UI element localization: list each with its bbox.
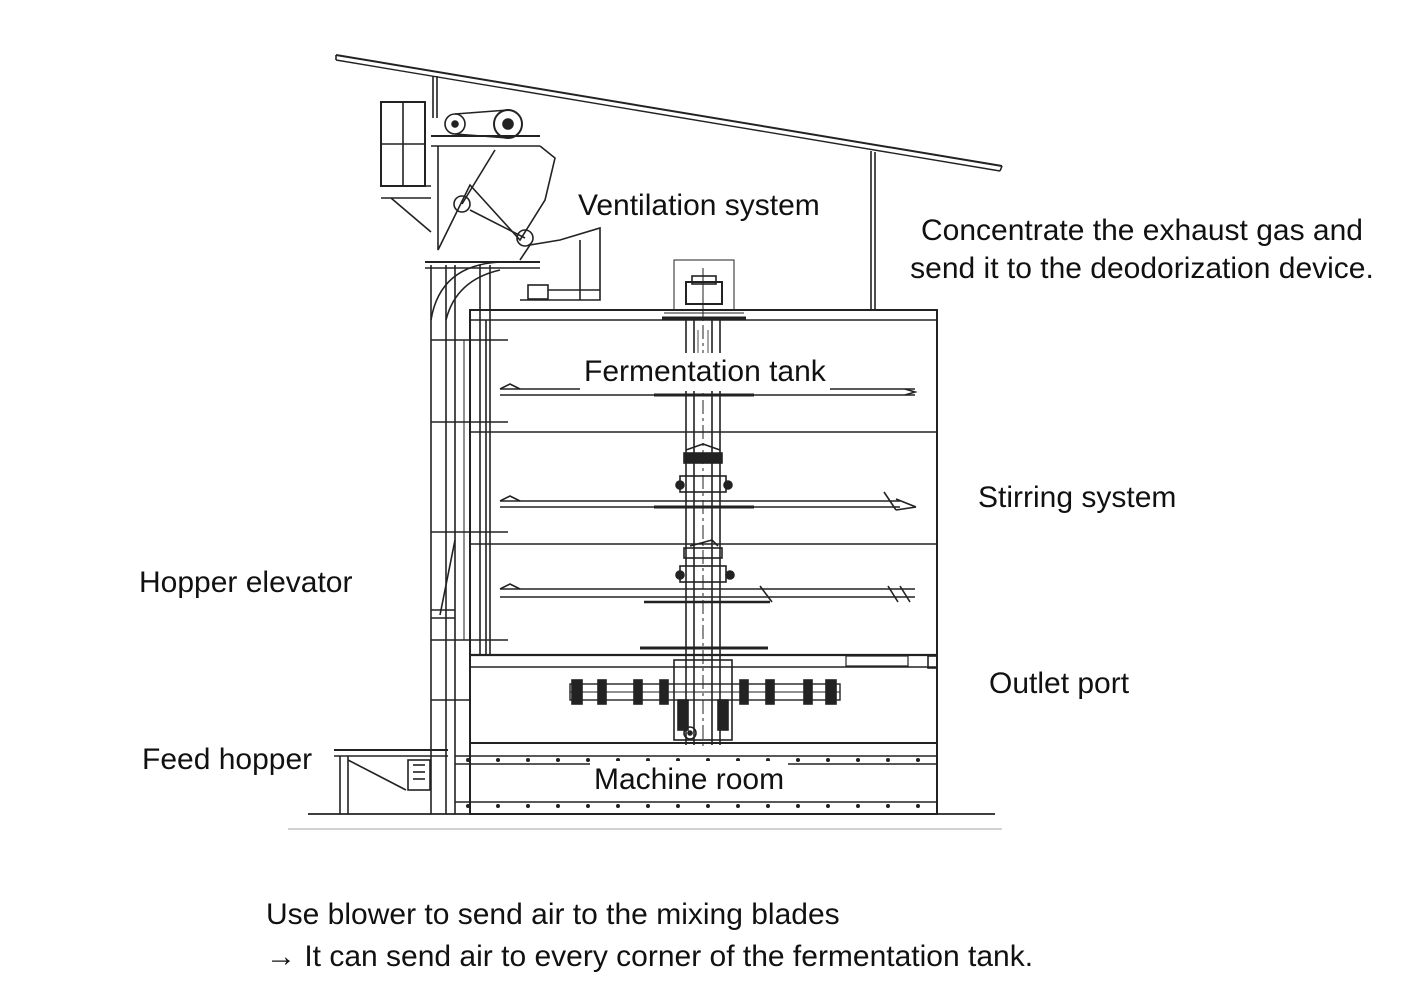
fermentation-tank-label: Fermentation tank [580,353,830,391]
exhaust-gas-note: Concentrate the exhaust gas and send it … [894,212,1390,288]
top-drive-unit [662,259,746,320]
roof [335,54,1003,310]
stirring-system-label: Stirring system [978,481,1177,514]
blower-manifold [569,659,841,741]
shaft-couplings [640,443,768,650]
feed-hopper-label: Feed hopper [142,743,313,776]
hopper-elevator [425,261,540,814]
machine-room-label: Machine room [590,761,789,799]
feed-hopper [334,749,448,814]
stirring-arms [499,383,918,604]
blower-note-line2: → It can send air to every corner of the… [266,940,1034,973]
elevator-head [380,101,601,301]
blower-note: Use blower to send air to the mixing bla… [266,894,1033,978]
hopper-elevator-label: Hopper elevator [139,566,353,599]
blower-note-line1: Use blower to send air to the mixing bla… [266,898,840,931]
exhaust-gas-note-line1: Concentrate the exhaust gas and [921,214,1363,247]
exhaust-gas-note-line2: send it to the deodorization device. [910,252,1374,285]
ground-line [288,813,1002,830]
ventilation-system-label: Ventilation system [578,189,820,222]
outlet-port-label: Outlet port [989,667,1130,700]
